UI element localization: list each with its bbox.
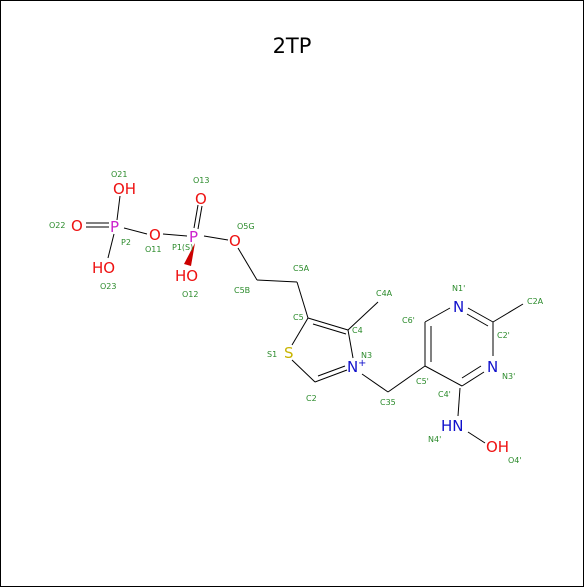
bond-n4p-o4p <box>467 431 486 444</box>
label-o23: O23 <box>100 282 116 291</box>
bond-n1p-c2p <box>467 307 494 323</box>
atom-n3-charge: + <box>358 358 366 369</box>
label-o4p: O4' <box>508 456 522 465</box>
label-o21: O21 <box>111 170 127 179</box>
bonds <box>86 195 524 444</box>
label-p1: P1(S) <box>172 243 193 252</box>
bond-c6p-n1p <box>424 307 451 323</box>
label-o11: O11 <box>145 245 161 254</box>
bond-c5a-c5 <box>296 281 309 319</box>
bond-n3p-c4p-inner <box>461 365 482 379</box>
atom-o11: O <box>149 226 161 244</box>
bond-p1-o5g <box>203 235 229 241</box>
bond-p2-o11 <box>123 227 148 235</box>
atom-n3p: N <box>487 358 498 376</box>
label-c2: C2 <box>306 394 317 403</box>
bond-c2-n3-a <box>314 369 348 383</box>
atom-labels: O21 O22 P2 O23 O11 O13 P1(S) O12 O5G C5A… <box>49 170 544 465</box>
atom-o13: O <box>195 190 207 208</box>
atom-p2: P <box>110 218 119 236</box>
bond-c5-s1 <box>291 317 309 346</box>
atom-n3: N <box>347 358 358 376</box>
label-o13: O13 <box>193 176 209 185</box>
label-o12: O12 <box>182 290 198 299</box>
bond-n3p-c4p <box>461 371 485 387</box>
label-n3: N3 <box>361 351 372 360</box>
bond-o5g-c5b <box>237 247 258 281</box>
atom-n1p: N <box>453 298 464 316</box>
bond-o11-p1 <box>162 233 188 237</box>
bond-c5-c4-b <box>312 323 347 335</box>
bond-p2-o21 <box>116 195 121 221</box>
bond-c35-c5p <box>387 365 426 393</box>
label-c4a: C4A <box>376 289 393 298</box>
bond-c4p-n4p <box>457 387 461 417</box>
bond-p1-o13-b <box>197 205 203 230</box>
label-c2a: C2A <box>527 297 544 306</box>
atom-o22: O <box>71 217 83 235</box>
label-c5p: C5' <box>416 377 429 386</box>
label-c4p: C4' <box>438 390 451 399</box>
bond-c2-n3-b <box>317 365 346 377</box>
atom-s1: S <box>284 344 294 362</box>
bond-c5-c4-a <box>307 317 349 331</box>
label-c6p: C6' <box>402 316 415 325</box>
label-n3p: N3' <box>502 372 515 381</box>
atom-o12: HO <box>175 267 198 285</box>
atom-o5g: O <box>229 232 241 250</box>
atom-o4p: OH <box>486 438 509 456</box>
atom-symbols: OH O P HO O O P HO O S N + N N HN OH <box>71 180 509 456</box>
bond-n3-c35 <box>361 373 389 393</box>
bond-n1p-c2p-inner <box>466 313 489 327</box>
bond-p1-o12-wedge <box>184 243 195 266</box>
atom-p1: P <box>189 228 198 246</box>
atom-o21: OH <box>113 180 136 198</box>
label-s1: S1 <box>267 350 277 359</box>
bond-c4p-c5p <box>424 365 463 387</box>
label-c5a: C5A <box>293 264 310 273</box>
molecule-title: 2TP <box>272 34 312 58</box>
bond-p1-o13-a <box>193 204 199 229</box>
bond-c2p-c2a <box>492 303 524 323</box>
label-c2p: C2' <box>497 331 510 340</box>
label-n1p: N1' <box>452 284 465 293</box>
label-n4p: N4' <box>428 435 441 444</box>
atom-n4p: HN <box>441 417 464 435</box>
label-o22: O22 <box>49 221 65 230</box>
label-c35: C35 <box>380 398 396 407</box>
label-c5b: C5B <box>234 286 250 295</box>
label-c5: C5 <box>293 313 304 322</box>
label-p2: P2 <box>121 238 131 247</box>
label-o5g: O5G <box>237 222 255 231</box>
bond-n3-c4 <box>347 329 354 359</box>
bond-c4-c4a <box>347 301 379 331</box>
bond-p2-o23 <box>107 233 115 259</box>
bond-c5b-c5a <box>256 279 298 283</box>
label-c4: C4 <box>352 326 363 335</box>
atom-o23: HO <box>92 259 115 277</box>
bond-s1-c2 <box>291 359 316 383</box>
